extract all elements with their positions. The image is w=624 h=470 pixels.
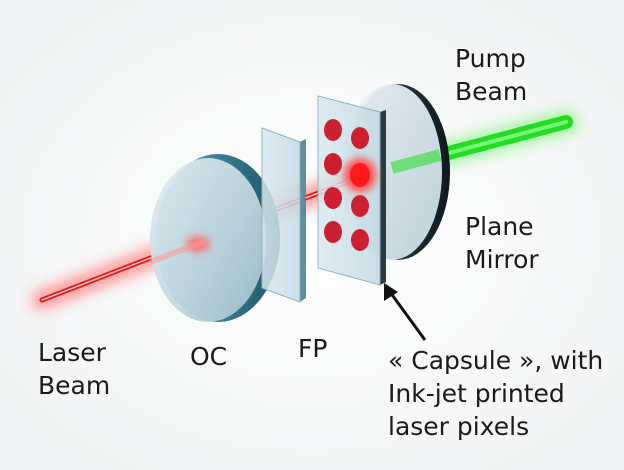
pump-beam-label-line: Beam — [455, 77, 528, 106]
capsule-label-line: laser pixels — [388, 412, 530, 441]
laser-beam-label-line: Beam — [38, 371, 111, 400]
plane-mirror-label-line: Plane — [465, 212, 534, 241]
plane-mirror-label-line: Mirror — [465, 245, 539, 274]
plane-mirror-label: Plane Mirror — [465, 210, 539, 276]
capsule-plate — [317, 95, 386, 286]
active-laser-pixel — [350, 163, 370, 187]
capsule-label-line: Ink-jet printed — [388, 379, 565, 408]
oc-lens — [148, 154, 280, 322]
capsule-label-line: « Capsule », with — [388, 346, 604, 375]
laser-pixel — [324, 153, 342, 175]
laser-pixel — [324, 187, 342, 209]
laser-pixels — [324, 119, 376, 251]
laser-pixel — [324, 221, 342, 243]
laser-pixel — [324, 119, 342, 141]
laser-pixel — [351, 229, 369, 251]
pump-beam-label-line: Pump — [455, 44, 526, 73]
pump-beam-label: Pump Beam — [455, 42, 527, 108]
laser-pixel — [351, 127, 369, 149]
fp-label: FP — [298, 334, 328, 363]
capsule-pointer-arrow — [384, 283, 427, 341]
fp-plate — [261, 127, 306, 303]
capsule-label: « Capsule », with Ink-jet printed laser … — [388, 344, 603, 443]
laser-pixel — [351, 195, 369, 217]
laser-beam-label-line: Laser — [38, 338, 106, 367]
laser-beam-label: Laser Beam — [38, 336, 110, 402]
oc-label: OC — [190, 342, 228, 371]
